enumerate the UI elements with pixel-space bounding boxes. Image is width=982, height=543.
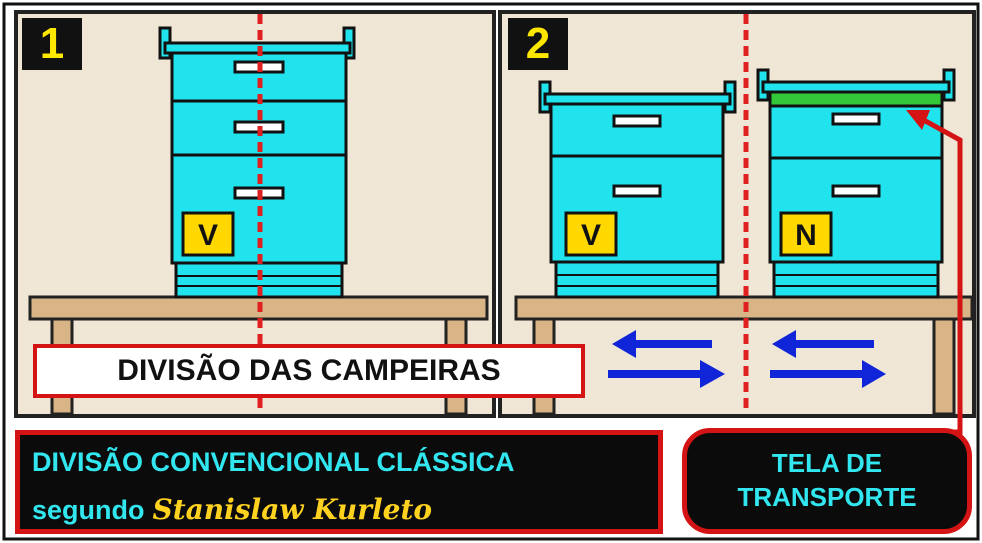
- arrow-left-icon: [772, 330, 874, 358]
- hive-label-v: V: [198, 219, 218, 252]
- panel-2-number: 2: [508, 18, 568, 70]
- caption-label: DIVISÃO DAS CAMPEIRAS: [33, 344, 585, 398]
- hive-label-v: V: [581, 219, 601, 252]
- footer-prefix: segundo: [32, 495, 145, 525]
- hive-label-n: N: [795, 219, 817, 252]
- arrow-left-icon: [612, 330, 712, 358]
- callout-line-2: TRANSPORTE: [737, 482, 917, 512]
- arrow-right-icon: [608, 360, 725, 388]
- hive-v-tall: V: [158, 26, 356, 299]
- callout-line-1: TELA DE: [771, 448, 883, 478]
- callout-box: TELA DE TRANSPORTE: [682, 428, 972, 534]
- arrowhead-icon: [906, 110, 930, 130]
- hive-n: N: [756, 68, 956, 299]
- transport-screen: [768, 90, 944, 108]
- footer-line-1: DIVISÃO CONVENCIONAL CLÁSSICA: [32, 447, 515, 477]
- arrows-left-group: [608, 330, 886, 388]
- author-name: Stanislaw Kurleto: [152, 493, 433, 526]
- hive-v: V: [538, 80, 737, 299]
- arrow-right-icon: [770, 360, 886, 388]
- panel-1-number: 1: [22, 18, 82, 70]
